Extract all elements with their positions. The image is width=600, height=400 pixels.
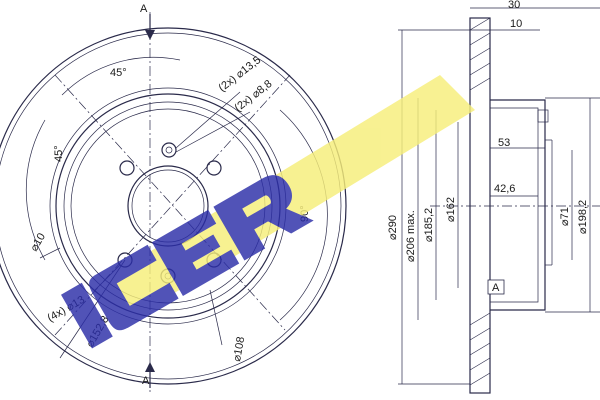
pin-hole-inner	[165, 146, 173, 154]
leader-line	[175, 111, 251, 153]
hat-detail	[537, 109, 549, 123]
section-label-top: A	[140, 3, 148, 15]
dim-label-42: 42,6	[494, 183, 515, 195]
disc-outer-edge-inner	[0, 32, 342, 380]
dim-label-206: ⌀206 max.	[405, 210, 417, 262]
icer-logo	[61, 175, 314, 349]
hat-section	[490, 99, 546, 311]
leader-line	[39, 247, 61, 259]
bolt-hole	[206, 160, 222, 176]
brand-watermark	[61, 75, 475, 349]
bolt-hole	[119, 160, 135, 176]
dim-label-30: 30	[508, 0, 520, 11]
bottom-dim-label: ⌀108	[231, 336, 247, 363]
dim-label-10: 10	[510, 18, 522, 30]
dim-label-185: ⌀185,2	[423, 208, 435, 242]
disc-side-view	[398, 7, 600, 394]
logo-letter-e	[151, 209, 240, 296]
hole-label-b: (2x) ⌀8,8	[232, 78, 274, 114]
leader-line	[175, 91, 241, 149]
hat-inner	[490, 107, 539, 303]
section-arrow-top	[145, 30, 155, 40]
section-frame-box	[487, 279, 505, 295]
dim-label-71: ⌀71	[559, 207, 571, 226]
section-hatch	[469, 17, 491, 386]
section-frame-label: A	[492, 282, 500, 294]
dim-label-290: ⌀290	[387, 215, 399, 240]
dim-label-53: 53	[498, 137, 510, 149]
logo-letter-i	[61, 282, 113, 349]
diagonal-centerline	[54, 74, 286, 331]
pin-hole	[161, 142, 177, 158]
dim-label-162: ⌀162	[445, 197, 457, 222]
section-arrow-bottom	[145, 362, 155, 372]
disc-outer-edge	[0, 27, 347, 385]
angle-label-top: 45°	[110, 67, 127, 79]
dim-label-198: ⌀198,2	[577, 200, 589, 234]
section-label-bottom: A	[142, 375, 150, 387]
angle-arc-left	[25, 119, 46, 261]
friction-disc-section	[469, 17, 491, 394]
leader-line	[209, 289, 223, 346]
logo-letter-r	[213, 175, 314, 261]
logo-letter-c	[89, 244, 179, 331]
hole-label-c: ⌀10	[28, 231, 48, 253]
angle-label-left: 45°	[53, 145, 65, 162]
angle-arc-top	[61, 56, 181, 96]
angle-arc-right	[279, 109, 328, 321]
